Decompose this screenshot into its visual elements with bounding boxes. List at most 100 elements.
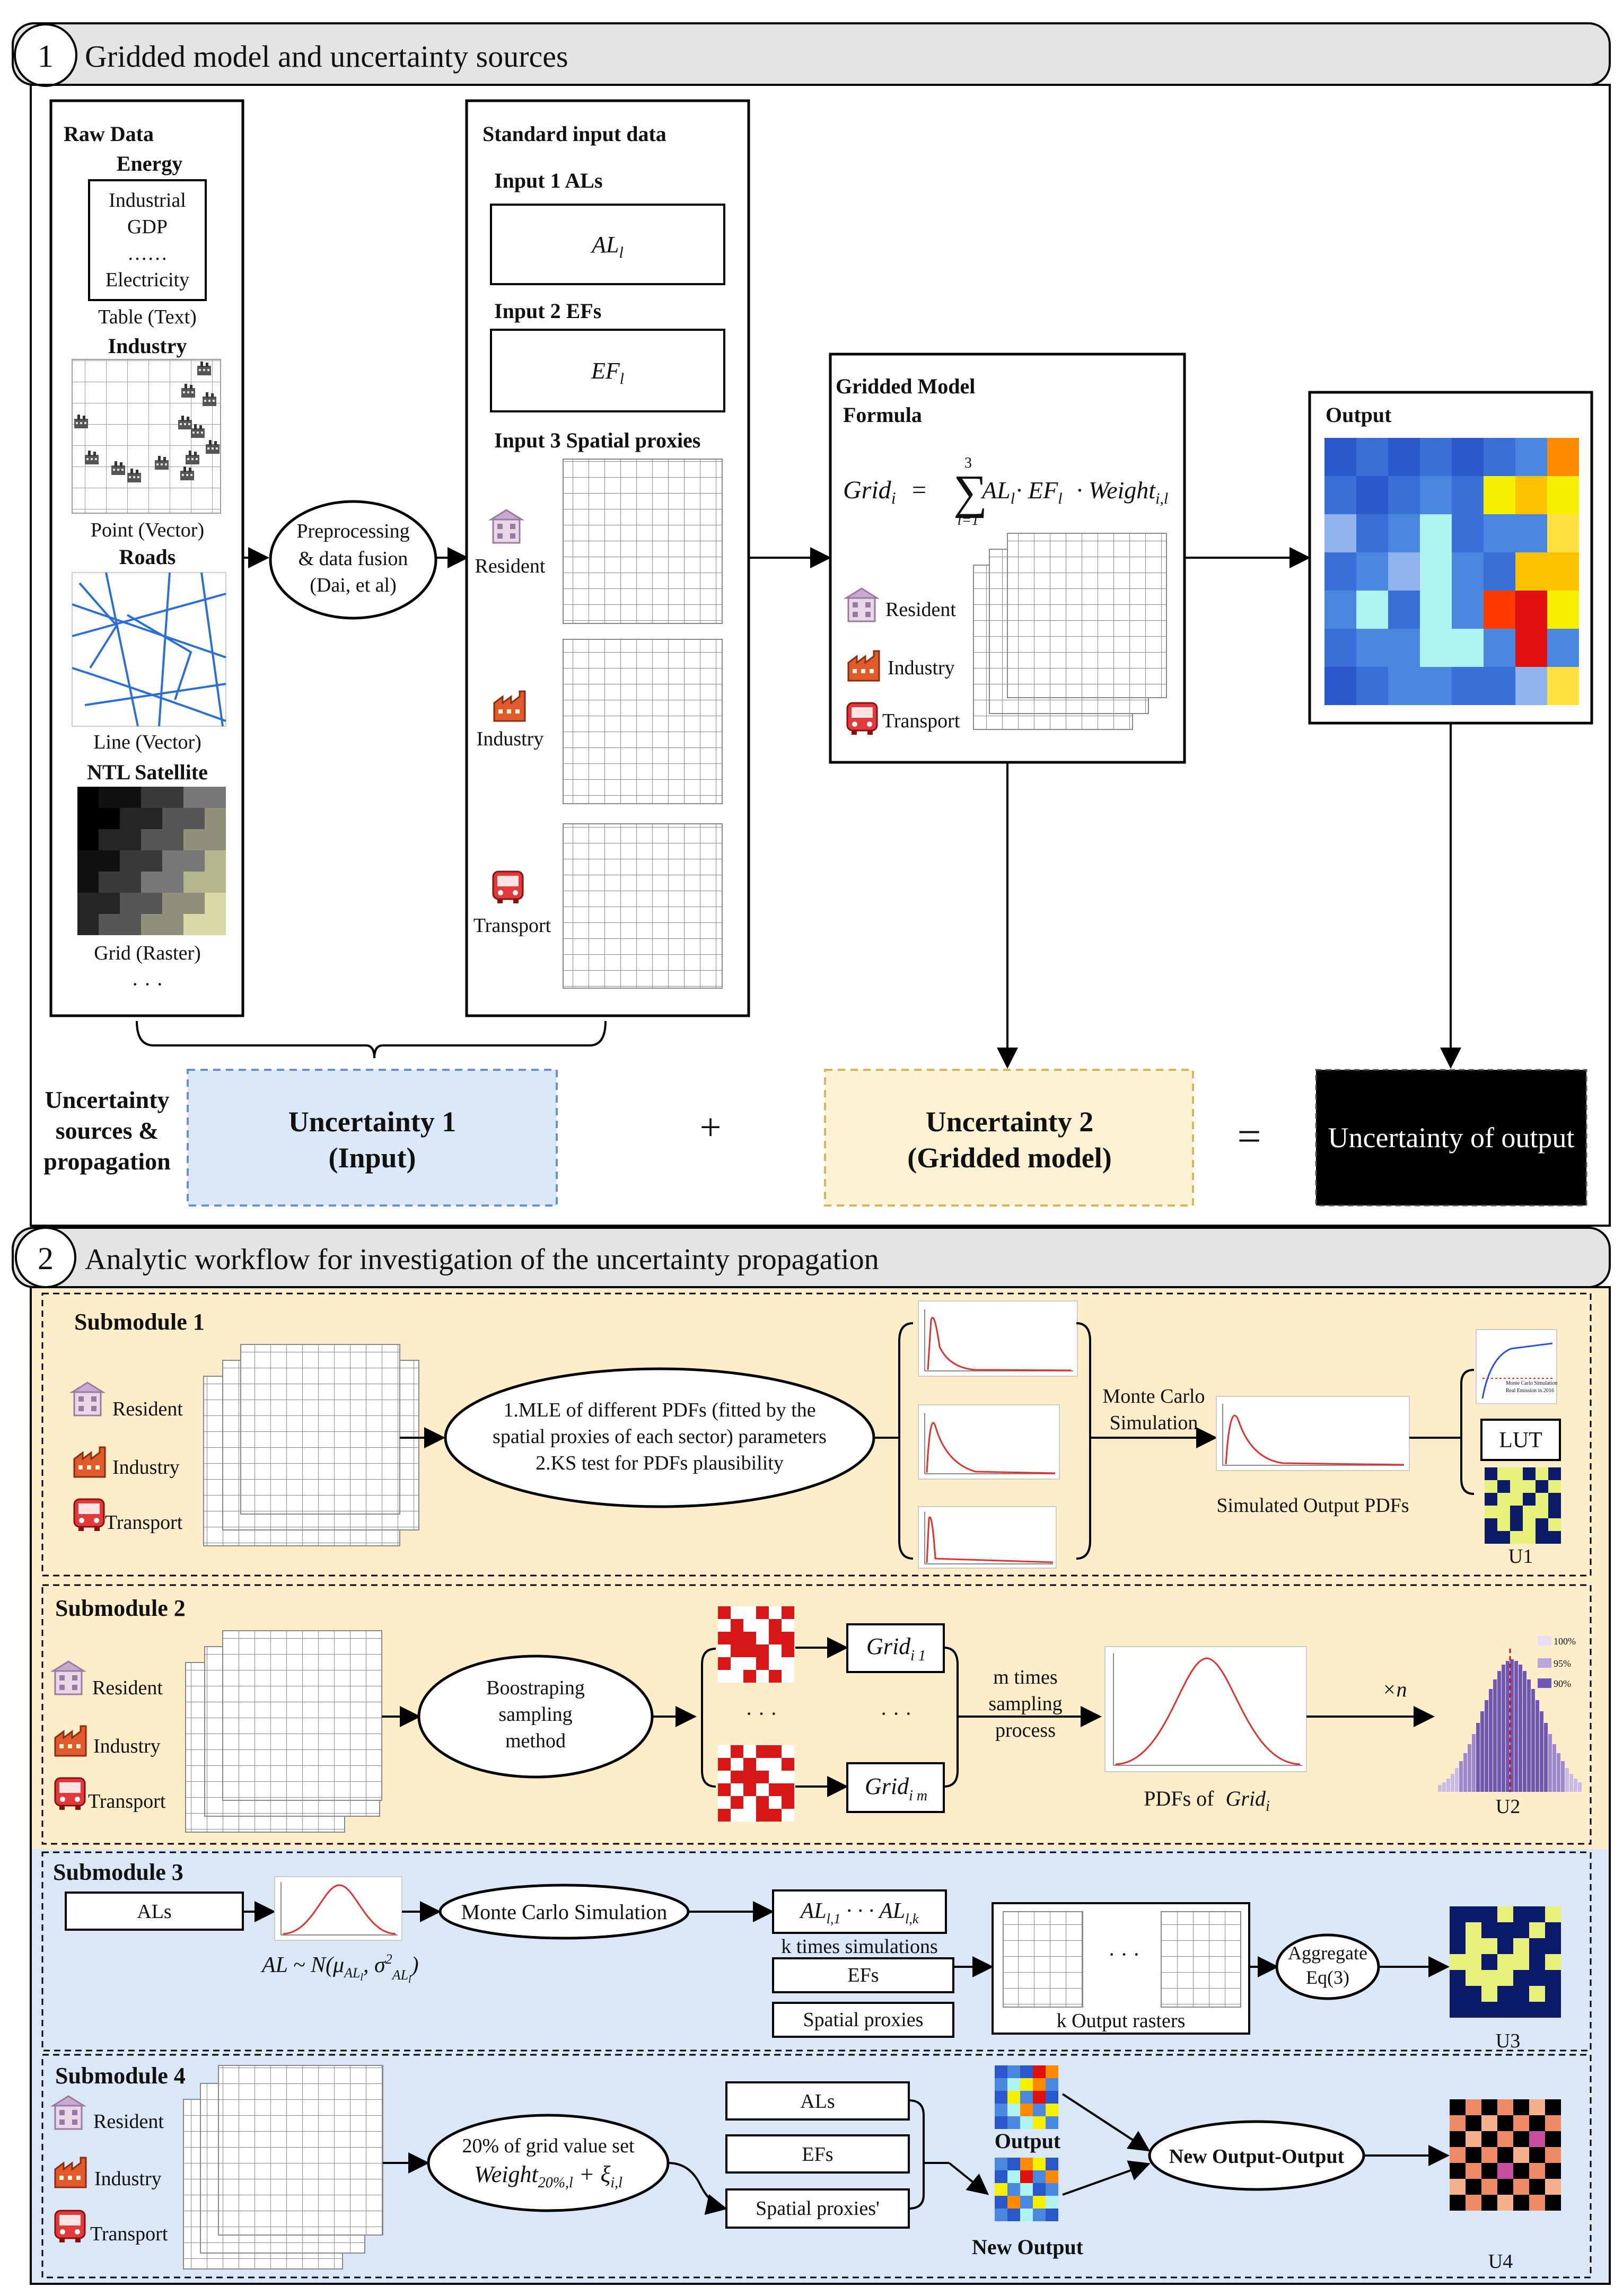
- sub1-industry-label: Industry: [112, 1456, 180, 1479]
- ntl-cell: [120, 914, 141, 935]
- sub2-grid1-label: Gridi 1: [866, 1633, 926, 1664]
- ntl-cell: [141, 914, 162, 935]
- ntl-cell: [162, 872, 183, 893]
- bootstrap-cell: [731, 1758, 743, 1771]
- u4-cell: [1481, 2195, 1497, 2211]
- u3-cell: [1450, 1986, 1466, 2002]
- bootstrap-cell: [743, 1619, 756, 1632]
- u3-cell: [1529, 1954, 1545, 1970]
- u4-cell: [1497, 2147, 1513, 2163]
- sub2-u2-label: U2: [1496, 1796, 1520, 1818]
- u4-cell: [1545, 2179, 1561, 2195]
- output-heat-cell: [1356, 591, 1388, 629]
- sub1-mc-line1: Monte Carlo: [1102, 1385, 1205, 1407]
- model-transport-label: Transport: [882, 710, 960, 732]
- bootstrap-cell: [718, 1745, 731, 1758]
- sub4-transport-label: Transport: [90, 2223, 168, 2245]
- al-box: [490, 204, 725, 285]
- u4-cell: [1529, 2179, 1545, 2195]
- table-item-electricity: Electricity: [106, 269, 189, 291]
- ntl-cell: [99, 808, 120, 829]
- new-output-cell: [1007, 2196, 1020, 2209]
- output-heading: Output: [1326, 403, 1392, 427]
- output-heat-cell: [1420, 629, 1452, 667]
- ntl-cell: [120, 829, 141, 850]
- section1-number: 1: [38, 39, 54, 74]
- sub2-industry-label: Industry: [93, 1735, 161, 1757]
- u3-cell: [1513, 2002, 1529, 2018]
- output-cell: [1007, 2065, 1020, 2078]
- ntl-cell: [162, 850, 183, 872]
- u1-cell: [1536, 1467, 1548, 1480]
- u3-cell: [1545, 1954, 1561, 1970]
- output-heat-cell: [1484, 629, 1515, 667]
- bootstrap-cell: [718, 1657, 731, 1670]
- bootstrap-cell: [743, 1809, 756, 1822]
- u2-legend-swatch: [1538, 1678, 1551, 1688]
- ntl-cell: [141, 829, 162, 850]
- u3-cell: [1497, 1954, 1513, 1970]
- u2-bar: [1468, 1744, 1471, 1792]
- u4-cell: [1513, 2163, 1529, 2179]
- sub4-als-label: ALs: [800, 2090, 835, 2113]
- new-output-cell: [1020, 2170, 1033, 2183]
- svg-text:=: =: [912, 476, 926, 504]
- section1-body: [30, 84, 1611, 1227]
- new-output-cell: [1033, 2196, 1046, 2209]
- gridded-model-heading: Gridded Model: [836, 374, 975, 398]
- sub1-cdf-plot: Monte Carlo Simulation Real Emission in …: [1476, 1329, 1557, 1404]
- output-heat-cell: [1515, 552, 1547, 591]
- svg-text:· EFl: · EFl: [1016, 477, 1063, 507]
- new-output-cell: [1046, 2158, 1058, 2170]
- bootstrap-cell: [782, 1796, 794, 1809]
- output-heat-cell: [1484, 438, 1515, 476]
- output-cell: [1020, 2104, 1033, 2116]
- u4-cell: [1450, 2147, 1466, 2163]
- output-heat-cell: [1484, 514, 1515, 552]
- u3-cell: [1481, 1938, 1497, 1954]
- u4-cell: [1545, 2195, 1561, 2211]
- sub1-pdf-bottom: [918, 1506, 1057, 1569]
- u3-cell: [1497, 1938, 1513, 1954]
- bootstrap-cell: [782, 1632, 794, 1644]
- u4-cell: [1545, 2115, 1561, 2131]
- new-output-cell: [1033, 2209, 1046, 2221]
- bootstrap-cell: [756, 1670, 769, 1683]
- u4-cell: [1466, 2195, 1481, 2211]
- sub3-efs-box: [772, 1957, 954, 1993]
- output-cell: [995, 2078, 1007, 2091]
- uncertainty-label-2: sources &: [56, 1117, 159, 1144]
- svg-text:l=1: l=1: [958, 512, 979, 529]
- new-output-cell: [995, 2170, 1007, 2183]
- new-output-cell: [1046, 2183, 1058, 2196]
- ntl-cell: [99, 893, 120, 914]
- u1-cell: [1548, 1518, 1561, 1531]
- output-heatmap: [1324, 438, 1579, 705]
- sub3-u3-label: U3: [1496, 2030, 1520, 2052]
- input2-label: Input 2 EFs: [494, 299, 601, 323]
- bootstrap-cell: [769, 1796, 782, 1809]
- output-heat-cell: [1420, 591, 1452, 629]
- bootstrap-cell: [731, 1606, 743, 1619]
- ntl-cell: [183, 787, 205, 808]
- uncertainty-label-1: Uncertainty: [45, 1086, 169, 1113]
- u3-cell: [1481, 1906, 1497, 1922]
- sub2-bootstrap-line3: method: [505, 1730, 566, 1752]
- svg-text:Gridi: Gridi: [843, 476, 896, 507]
- u4-cell: [1513, 2115, 1529, 2131]
- output-cell: [1033, 2104, 1046, 2116]
- output-heat-cell: [1388, 552, 1420, 591]
- section1: 1 Gridded model and uncertainty sources …: [12, 22, 1611, 1227]
- sub4-u4-map: [1450, 2099, 1561, 2211]
- u2-bar: [1459, 1761, 1463, 1792]
- u1-cell: [1523, 1518, 1536, 1531]
- u4-cell: [1513, 2099, 1529, 2115]
- sub1-mc-line2: Simulation: [1110, 1412, 1198, 1434]
- u3-cell: [1497, 1986, 1513, 2002]
- bootstrap-cell: [769, 1619, 782, 1632]
- sub1-pdf-mid: [918, 1404, 1060, 1480]
- sub1-mle-line3: 2.KS test for PDFs plausibility: [536, 1452, 784, 1474]
- sub1-pdf-top: [918, 1300, 1078, 1377]
- u1-cell: [1510, 1518, 1523, 1531]
